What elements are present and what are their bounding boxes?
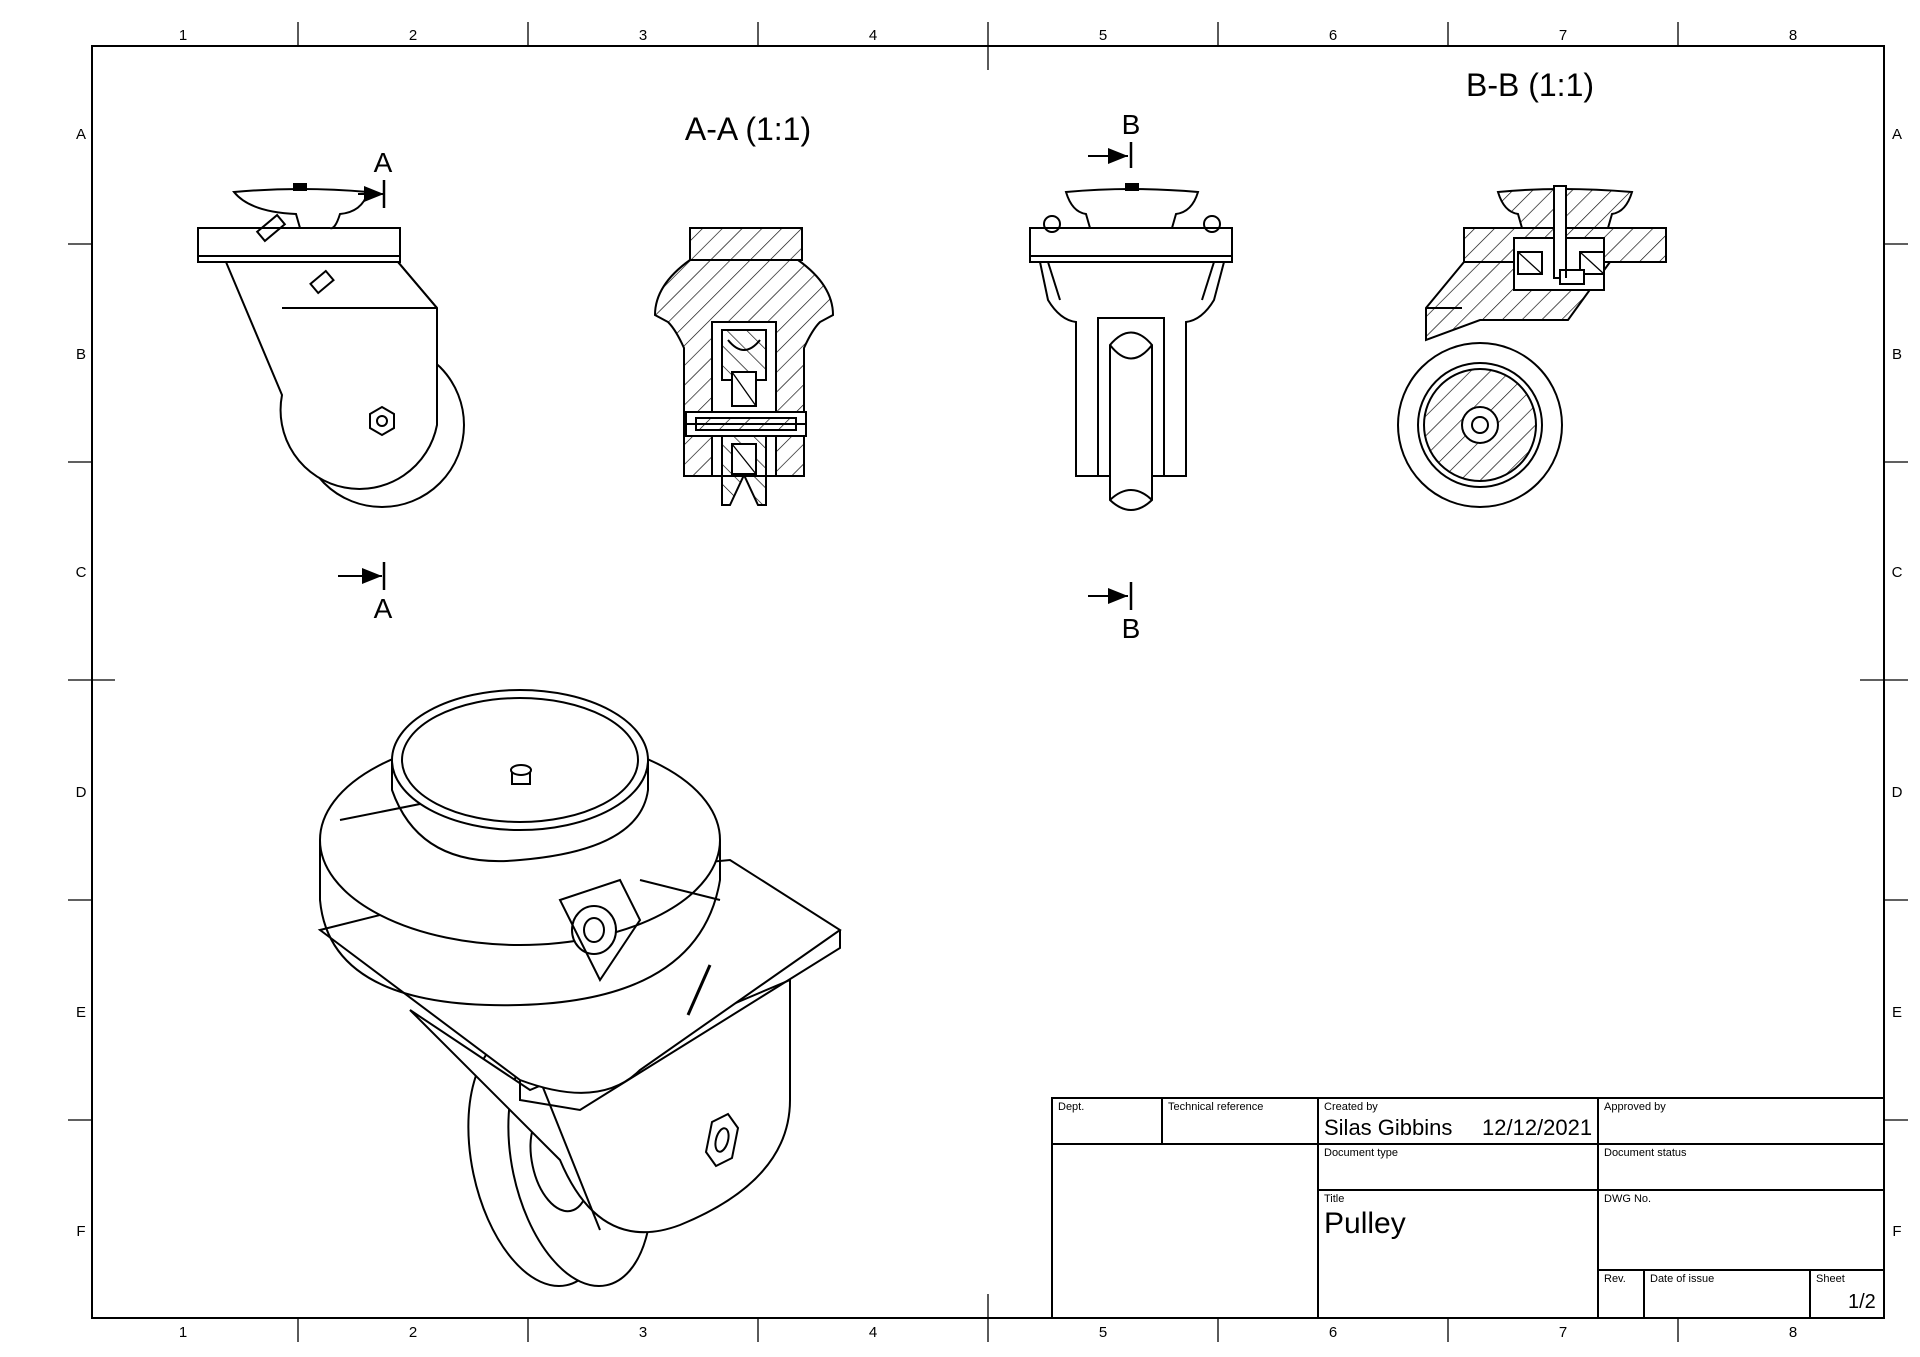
tb-title-value: Pulley [1324, 1207, 1406, 1240]
col-label-bottom-6: 6 [1329, 1324, 1337, 1341]
col-label-top-8: 8 [1789, 27, 1797, 44]
zone-ticks [68, 22, 1908, 1342]
section-cut-b-bottom: B [1088, 582, 1140, 644]
zone-labels-top: 1 2 3 4 5 6 7 8 [179, 27, 1797, 44]
row-label-left-d: D [76, 784, 87, 801]
col-label-top-6: 6 [1329, 27, 1337, 44]
col-label-bottom-5: 5 [1099, 1324, 1107, 1341]
section-bb-view [1397, 185, 1667, 508]
cut-a-label-top: A [374, 147, 393, 178]
col-label-bottom-1: 1 [179, 1324, 187, 1341]
tb-tech-ref-cell: Technical reference [1164, 1099, 1316, 1143]
section-cut-b-top: B [1088, 109, 1140, 168]
section-aa-view [653, 227, 835, 506]
section-bb-title: B-B (1:1) [1466, 67, 1594, 103]
col-label-top-5: 5 [1099, 27, 1107, 44]
tb-tech-ref-label: Technical reference [1168, 1101, 1264, 1113]
tb-sheet-label: Sheet [1816, 1273, 1845, 1285]
row-label-right-e: E [1892, 1004, 1902, 1021]
tb-dept-cell: Dept. [1054, 1099, 1160, 1143]
tb-doc-status-label: Document status [1604, 1147, 1687, 1159]
col-label-top-2: 2 [409, 27, 417, 44]
cut-b-label-bottom: B [1122, 613, 1141, 644]
tb-dwg-no-cell: DWG No. [1600, 1191, 1882, 1269]
row-label-right-d: D [1892, 784, 1903, 801]
zone-labels-bottom: 1 2 3 4 5 6 7 8 [179, 1324, 1797, 1341]
tb-title-label: Title [1324, 1193, 1345, 1205]
row-label-right-f: F [1892, 1223, 1901, 1240]
row-label-left-f: F [76, 1223, 85, 1240]
tb-sheet-value: 1/2 [1848, 1291, 1876, 1313]
tb-sheet-cell: Sheet 1/2 [1812, 1271, 1882, 1317]
front-view [1029, 183, 1233, 511]
section-cut-a-top: A [358, 147, 393, 208]
section-cut-a-bottom: A [338, 562, 393, 624]
col-label-bottom-8: 8 [1789, 1324, 1797, 1341]
col-label-bottom-4: 4 [869, 1324, 877, 1341]
row-label-left-a: A [76, 126, 86, 143]
col-label-top-1: 1 [179, 27, 187, 44]
col-label-top-3: 3 [639, 27, 647, 44]
tb-created-date: 12/12/2021 [1482, 1115, 1593, 1140]
row-label-left-b: B [76, 346, 86, 363]
tb-doc-type-cell: Document type [1320, 1145, 1596, 1189]
tb-doc-type-label: Document type [1324, 1147, 1398, 1159]
tb-dept-label: Dept. [1058, 1101, 1085, 1113]
tb-rev-cell: Rev. [1600, 1271, 1644, 1317]
col-label-bottom-2: 2 [409, 1324, 417, 1341]
tb-approved-by-label: Approved by [1604, 1101, 1666, 1113]
tb-doc-status-cell: Document status [1600, 1145, 1882, 1189]
tb-dwg-no-label: DWG No. [1604, 1193, 1652, 1205]
row-label-right-a: A [1892, 126, 1902, 143]
tb-rev-label: Rev. [1604, 1273, 1626, 1285]
row-label-right-c: C [1892, 564, 1903, 581]
tb-created-by-label: Created by [1324, 1101, 1378, 1113]
tb-date-of-issue-cell: Date of issue [1646, 1271, 1808, 1317]
section-aa-title: A-A (1:1) [685, 111, 811, 147]
cut-a-label-bottom: A [374, 593, 393, 624]
title-block-lines [1051, 1097, 1885, 1319]
cut-b-label-top: B [1122, 109, 1141, 140]
zone-labels-left: A B C D E F [76, 126, 87, 1240]
col-label-top-7: 7 [1559, 27, 1567, 44]
row-label-left-e: E [76, 1004, 86, 1021]
row-label-right-b: B [1892, 346, 1902, 363]
tb-title-cell: Title Pulley [1320, 1191, 1596, 1317]
tb-date-of-issue-label: Date of issue [1650, 1273, 1715, 1285]
side-view [197, 183, 465, 508]
col-label-bottom-7: 7 [1559, 1324, 1567, 1341]
zone-labels-right: A B C D E F [1892, 126, 1903, 1240]
col-label-top-4: 4 [869, 27, 877, 44]
row-label-left-c: C [76, 564, 87, 581]
col-label-bottom-3: 3 [639, 1324, 647, 1341]
tb-approved-by-cell: Approved by [1600, 1099, 1882, 1143]
isometric-view [317, 689, 842, 1287]
tb-created-by-value: Silas Gibbins [1324, 1115, 1453, 1140]
tb-created-by-cell: Created by Silas Gibbins 12/12/2021 [1320, 1099, 1596, 1143]
